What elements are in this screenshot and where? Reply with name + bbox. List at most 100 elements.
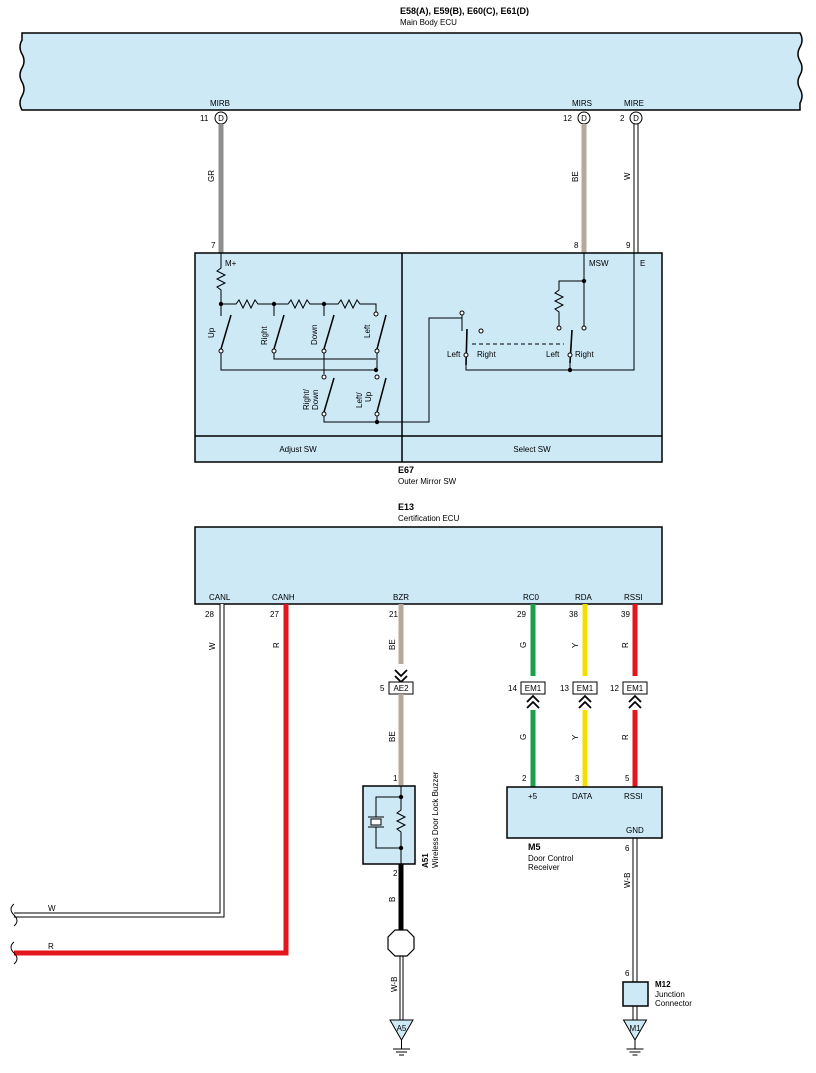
receiver-lbl-plus5: +5 (528, 792, 538, 801)
receiver-pin-5: 5 (625, 774, 630, 783)
wire-color-rc0-lower: G (519, 734, 528, 740)
wire-color-canh: R (272, 642, 281, 648)
wire-canh (14, 604, 289, 956)
ground-m1-label: M1 (629, 1024, 641, 1033)
e-label: E (640, 259, 645, 268)
junction-name-2: Connector (655, 999, 692, 1008)
pin-label-canl: CANL (209, 593, 231, 602)
pin-28: 28 (205, 610, 214, 619)
pin-label-bzr: BZR (393, 593, 409, 602)
m-plus-label: M+ (225, 259, 237, 268)
ground-icon (626, 1040, 644, 1056)
certification-ecu-box (194, 526, 663, 605)
buzzer-name: Wireless Door Lock Buzzer (431, 771, 440, 868)
outer-mirror-sw-code: E67 (398, 465, 414, 475)
pin-label-mire: MIRE (624, 99, 644, 108)
pin-29: 29 (517, 610, 526, 619)
connector-em1-pin-12: 12 (610, 684, 619, 693)
junction-pin-6: 6 (625, 969, 630, 978)
wire-color-bzr: BE (388, 639, 397, 650)
main-body-ecu-box (19, 32, 803, 111)
pin-39: 39 (621, 610, 630, 619)
select-sw-circuit (459, 253, 635, 373)
pin-38: 38 (569, 610, 578, 619)
buzzer-pin-1: 1 (393, 774, 398, 783)
sel-right-label-2: Right (575, 350, 594, 359)
main-body-ecu-name: Main Body ECU (400, 18, 457, 27)
sw-up-label: Up (207, 327, 216, 338)
receiver-name-1: Door Control (528, 854, 574, 863)
wire-color-receiver-gnd: W-B (623, 873, 632, 888)
wire-color-bzr-lower: BE (388, 731, 397, 742)
certification-ecu-name: Certification ECU (398, 514, 460, 523)
splice-icon (387, 929, 415, 957)
wire-color-rssi-lower: R (621, 734, 630, 740)
wire-canl (14, 604, 224, 917)
pin-number-12: 12 (563, 114, 572, 123)
connector-chevron-icon (578, 694, 592, 709)
receiver-name-2: Receiver (528, 863, 560, 872)
pin-label-mirb: MIRB (210, 99, 230, 108)
sw-down-label: Down (310, 325, 319, 345)
wire-color-rda: Y (571, 642, 580, 648)
wire-break-icon (10, 903, 18, 927)
receiver-box (506, 786, 663, 839)
connector-d-icon (629, 111, 643, 125)
buzzer-icon (368, 786, 407, 864)
pin-27: 27 (270, 610, 279, 619)
pin-label-rc0: RC0 (523, 593, 540, 602)
pin-21: 21 (389, 610, 398, 619)
wire-color-rssi: R (621, 642, 630, 648)
connector-em1-label: EM1 (577, 684, 594, 693)
sw-right-label: Right (260, 326, 269, 345)
sw-right-down-label-1: Right/ (302, 388, 311, 410)
pin-label-canh: CANH (272, 593, 295, 602)
connector-em1 (572, 681, 598, 695)
pin-7: 7 (211, 241, 216, 250)
wire-label-r: R (48, 942, 54, 951)
ground-point-m1 (622, 1019, 648, 1042)
sw-left-label: Left (363, 324, 372, 338)
sel-right-label-1: Right (477, 350, 496, 359)
connector-chevron-icon (394, 669, 408, 684)
connector-em1 (520, 681, 546, 695)
adjust-sw-circuit (215, 253, 462, 425)
connector-em1-label: EM1 (627, 684, 644, 693)
connector-em1-pin-13: 13 (560, 684, 569, 693)
connector-d-label: D (581, 114, 587, 123)
adjust-sw-label: Adjust SW (279, 445, 317, 454)
ground-icon (393, 1040, 410, 1056)
wire-color-canl: W (208, 642, 217, 650)
receiver-lbl-gnd: GND (626, 826, 644, 835)
connector-chevron-icon (526, 694, 540, 709)
receiver-lbl-data: DATA (572, 792, 593, 801)
wire-color-be: BE (571, 171, 580, 182)
junction-connector-box (622, 981, 649, 1007)
pin-label-rssi: RSSI (624, 593, 643, 602)
wire-canl-outline (14, 604, 225, 918)
main-body-ecu-connectors: E58(A), E59(B), E60(C), E61(D) (400, 6, 529, 16)
wire-color-rda-lower: Y (571, 734, 580, 740)
msw-label: MSW (589, 259, 609, 268)
select-sw-label: Select SW (513, 445, 551, 454)
ground-a5-label: A5 (397, 1024, 407, 1033)
connector-em1-label: EM1 (525, 684, 542, 693)
connector-d-label: D (633, 114, 639, 123)
wire-color-w: W (623, 172, 632, 180)
outer-mirror-sw-name: Outer Mirror SW (398, 477, 457, 486)
receiver-pin-6: 6 (625, 844, 630, 853)
pin-8: 8 (574, 241, 579, 250)
sel-left-label-2: Left (546, 350, 560, 359)
sw-right-down-label-2: Down (311, 390, 320, 410)
sw-left-up-label-1: Left/ (355, 392, 364, 408)
wire-color-rc0: G (519, 642, 528, 648)
buzzer-pin-2: 2 (393, 869, 398, 878)
wire-color-wb: W-B (390, 977, 399, 992)
receiver-pin-3: 3 (575, 774, 580, 783)
pin-label-rda: RDA (575, 593, 593, 602)
connector-chevron-icon (628, 694, 642, 709)
sel-left-label-1: Left (447, 350, 461, 359)
pin-number-2: 2 (620, 114, 625, 123)
pin-9: 9 (626, 241, 631, 250)
